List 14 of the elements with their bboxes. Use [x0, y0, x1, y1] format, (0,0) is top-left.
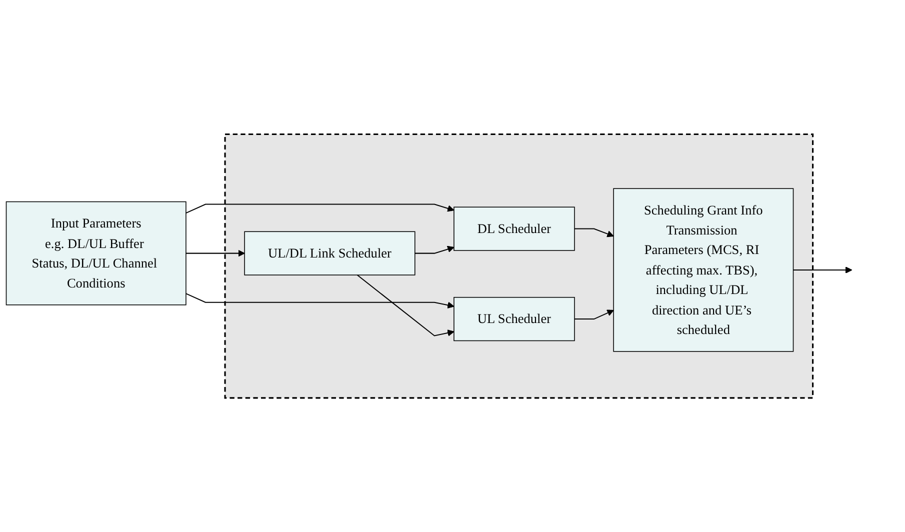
node-box: Input Parameters e.g. DL/UL Buffer Status, DL/UL Channel Conditions [6, 201, 186, 306]
cluster [224, 133, 814, 399]
arrow [356, 274, 454, 336]
arrow [186, 293, 454, 308]
node-box: Scheduling Grant Info Transmission Parameters (MCS, RI affecting max. TBS), including UL/DL direction and UE’s scheduled [613, 188, 794, 352]
arrow [793, 266, 852, 274]
arrow [414, 246, 454, 254]
arrow [574, 228, 614, 238]
node-box: UL/DL Link Scheduler [244, 231, 416, 276]
arrow [186, 250, 245, 257]
node-box: UL Scheduler [454, 296, 575, 341]
arrow [186, 204, 454, 214]
node-box: DL Scheduler [454, 206, 575, 251]
arrow [574, 310, 614, 320]
